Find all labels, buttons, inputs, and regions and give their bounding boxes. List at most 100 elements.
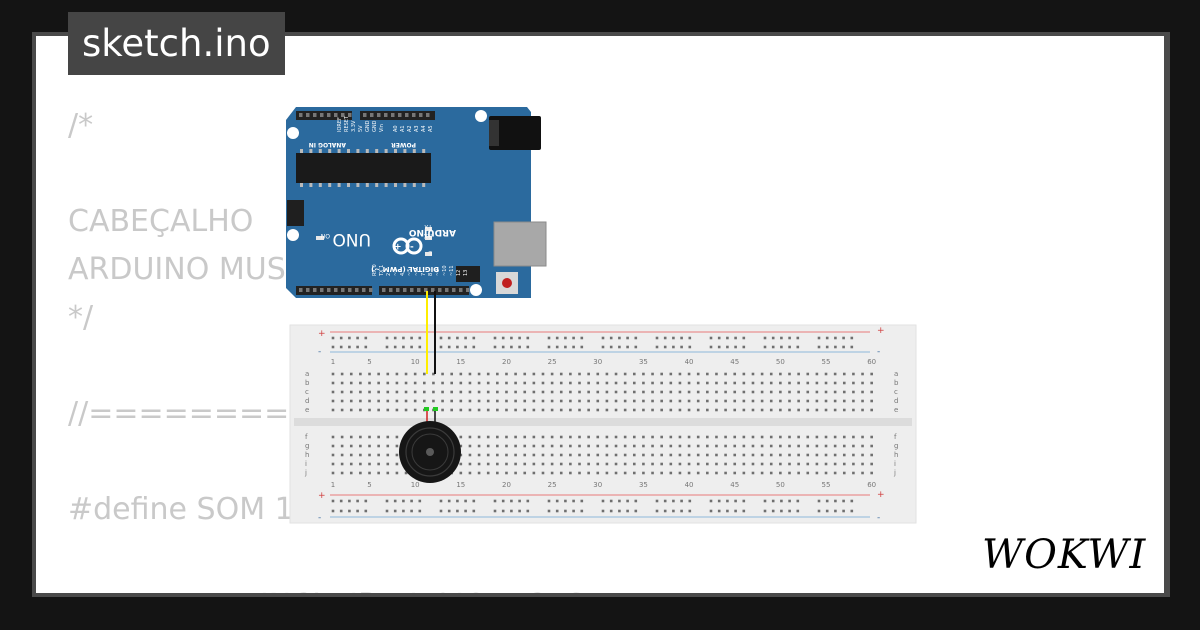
- column-number: 30: [593, 358, 602, 366]
- board-model-label: UNO: [332, 229, 371, 249]
- row-letter: h: [894, 451, 898, 459]
- row-letter: f: [305, 433, 308, 441]
- mount-hole: [287, 127, 299, 139]
- column-number: 20: [502, 358, 511, 366]
- column-number: 10: [411, 481, 420, 489]
- column-number: 40: [685, 481, 694, 489]
- row-letter: b: [305, 379, 310, 387]
- digital-pin-label: 8: [428, 273, 434, 276]
- row-letter: j: [304, 469, 307, 477]
- row-letter: b: [894, 379, 899, 387]
- rail-plus-label: +: [877, 326, 885, 336]
- column-number: 5: [367, 481, 371, 489]
- power-pin-label: RESET: [344, 115, 350, 132]
- file-title-tab[interactable]: sketch.ino: [68, 12, 285, 75]
- digital-pin-label: RX 0: [372, 264, 378, 276]
- piezo-buzzer[interactable]: [399, 407, 461, 483]
- wokwi-logo-text: WOKWI: [982, 532, 1146, 576]
- digital-pin-label: ~3: [393, 269, 399, 276]
- row-letter: c: [894, 388, 898, 396]
- column-number: 60: [867, 481, 876, 489]
- digital-pin-label: 4: [400, 273, 406, 276]
- l-led: [425, 252, 432, 256]
- svg-text:-: -: [410, 243, 414, 253]
- l-label: L: [428, 249, 432, 256]
- column-number: 50: [776, 358, 785, 366]
- power-pin-label: GND: [372, 120, 378, 132]
- row-letter: e: [305, 406, 309, 414]
- row-letter: a: [305, 370, 309, 378]
- arduino-uno-board[interactable]: ARDUINO UNO DIGITAL (PWM ~) ANALOG IN PO…: [286, 107, 547, 298]
- arduino-logo-icon: [392, 237, 423, 255]
- row-letter: i: [894, 460, 896, 468]
- digital-pin-label: 2: [386, 273, 392, 276]
- tx-label: TX: [424, 223, 433, 230]
- row-letter: j: [893, 469, 896, 477]
- digital-pin-label: TX 1: [379, 265, 385, 277]
- row-letter: e: [894, 406, 898, 414]
- rail-minus-label: -: [877, 513, 880, 523]
- on-led: [316, 236, 324, 240]
- power-pin-label: 3.3V: [351, 120, 357, 132]
- digital-pin-label: 12: [456, 270, 462, 276]
- wokwi-logo: WOKWI: [980, 528, 1150, 578]
- power-pin-label: GND: [365, 120, 371, 132]
- power-label: POWER: [391, 141, 416, 148]
- column-number: 45: [730, 358, 739, 366]
- power-pin-label: 5V: [358, 125, 364, 132]
- digital-pin-label: 7: [421, 273, 427, 276]
- breadboard-holes: [331, 336, 873, 513]
- analog-in-label: ANALOG IN: [309, 141, 346, 148]
- tx-led: [425, 227, 432, 231]
- breadboard[interactable]: + + - - + + - - 115510101515202025253030…: [289, 324, 917, 524]
- breadboard-labels: 1155101015152020252530303535404045455050…: [304, 358, 899, 489]
- code-line: /*: [68, 108, 94, 143]
- column-number: 50: [776, 481, 785, 489]
- rail-minus-label: -: [318, 347, 321, 357]
- column-number: 15: [456, 358, 465, 366]
- mount-hole: [470, 284, 482, 296]
- rx-label: RX: [424, 232, 432, 239]
- analog-header: [296, 111, 352, 120]
- microcontroller-chip: [296, 153, 431, 183]
- code-line: CABEÇALHO: [68, 204, 254, 239]
- power-pin-label: A3: [414, 125, 420, 132]
- code-line: */: [68, 300, 94, 335]
- rail-minus-label: -: [877, 347, 880, 357]
- column-number: 55: [822, 481, 831, 489]
- power-pin-label: Vin: [379, 124, 385, 132]
- rx-led: [425, 236, 432, 240]
- row-letter: h: [305, 451, 309, 459]
- column-number: 5: [367, 358, 371, 366]
- power-jack: [489, 116, 541, 150]
- row-letter: d: [894, 397, 898, 405]
- rail-minus-label: -: [318, 513, 321, 523]
- column-number: 20: [502, 481, 511, 489]
- power-pin-label: A2: [407, 125, 413, 132]
- power-pin-label: A4: [421, 125, 427, 132]
- arduino-logo-text: ARDUINO: [408, 227, 456, 237]
- column-number: 1: [331, 358, 335, 366]
- power-pin-label: A1: [400, 125, 406, 132]
- row-letter: f: [894, 433, 897, 441]
- column-number: 60: [867, 358, 876, 366]
- digital-pin-label: ~9: [435, 269, 441, 276]
- power-header: [360, 111, 435, 120]
- row-letter: c: [305, 388, 309, 396]
- row-letter: d: [305, 397, 309, 405]
- column-number: 30: [593, 481, 602, 489]
- column-number: 10: [411, 358, 420, 366]
- icsp-header: [456, 266, 480, 282]
- rail-plus-label: +: [318, 491, 326, 501]
- code-line: // INCLUIR BIBLIOTECAS: [68, 582, 586, 593]
- column-number: 35: [639, 481, 648, 489]
- column-number: 45: [730, 481, 739, 489]
- digital-pin-label: ~5: [407, 269, 413, 276]
- column-number: 40: [685, 358, 694, 366]
- row-letter: a: [894, 370, 898, 378]
- digital-pins-label: DIGITAL (PWM ~): [371, 265, 439, 273]
- column-number: 25: [548, 358, 557, 366]
